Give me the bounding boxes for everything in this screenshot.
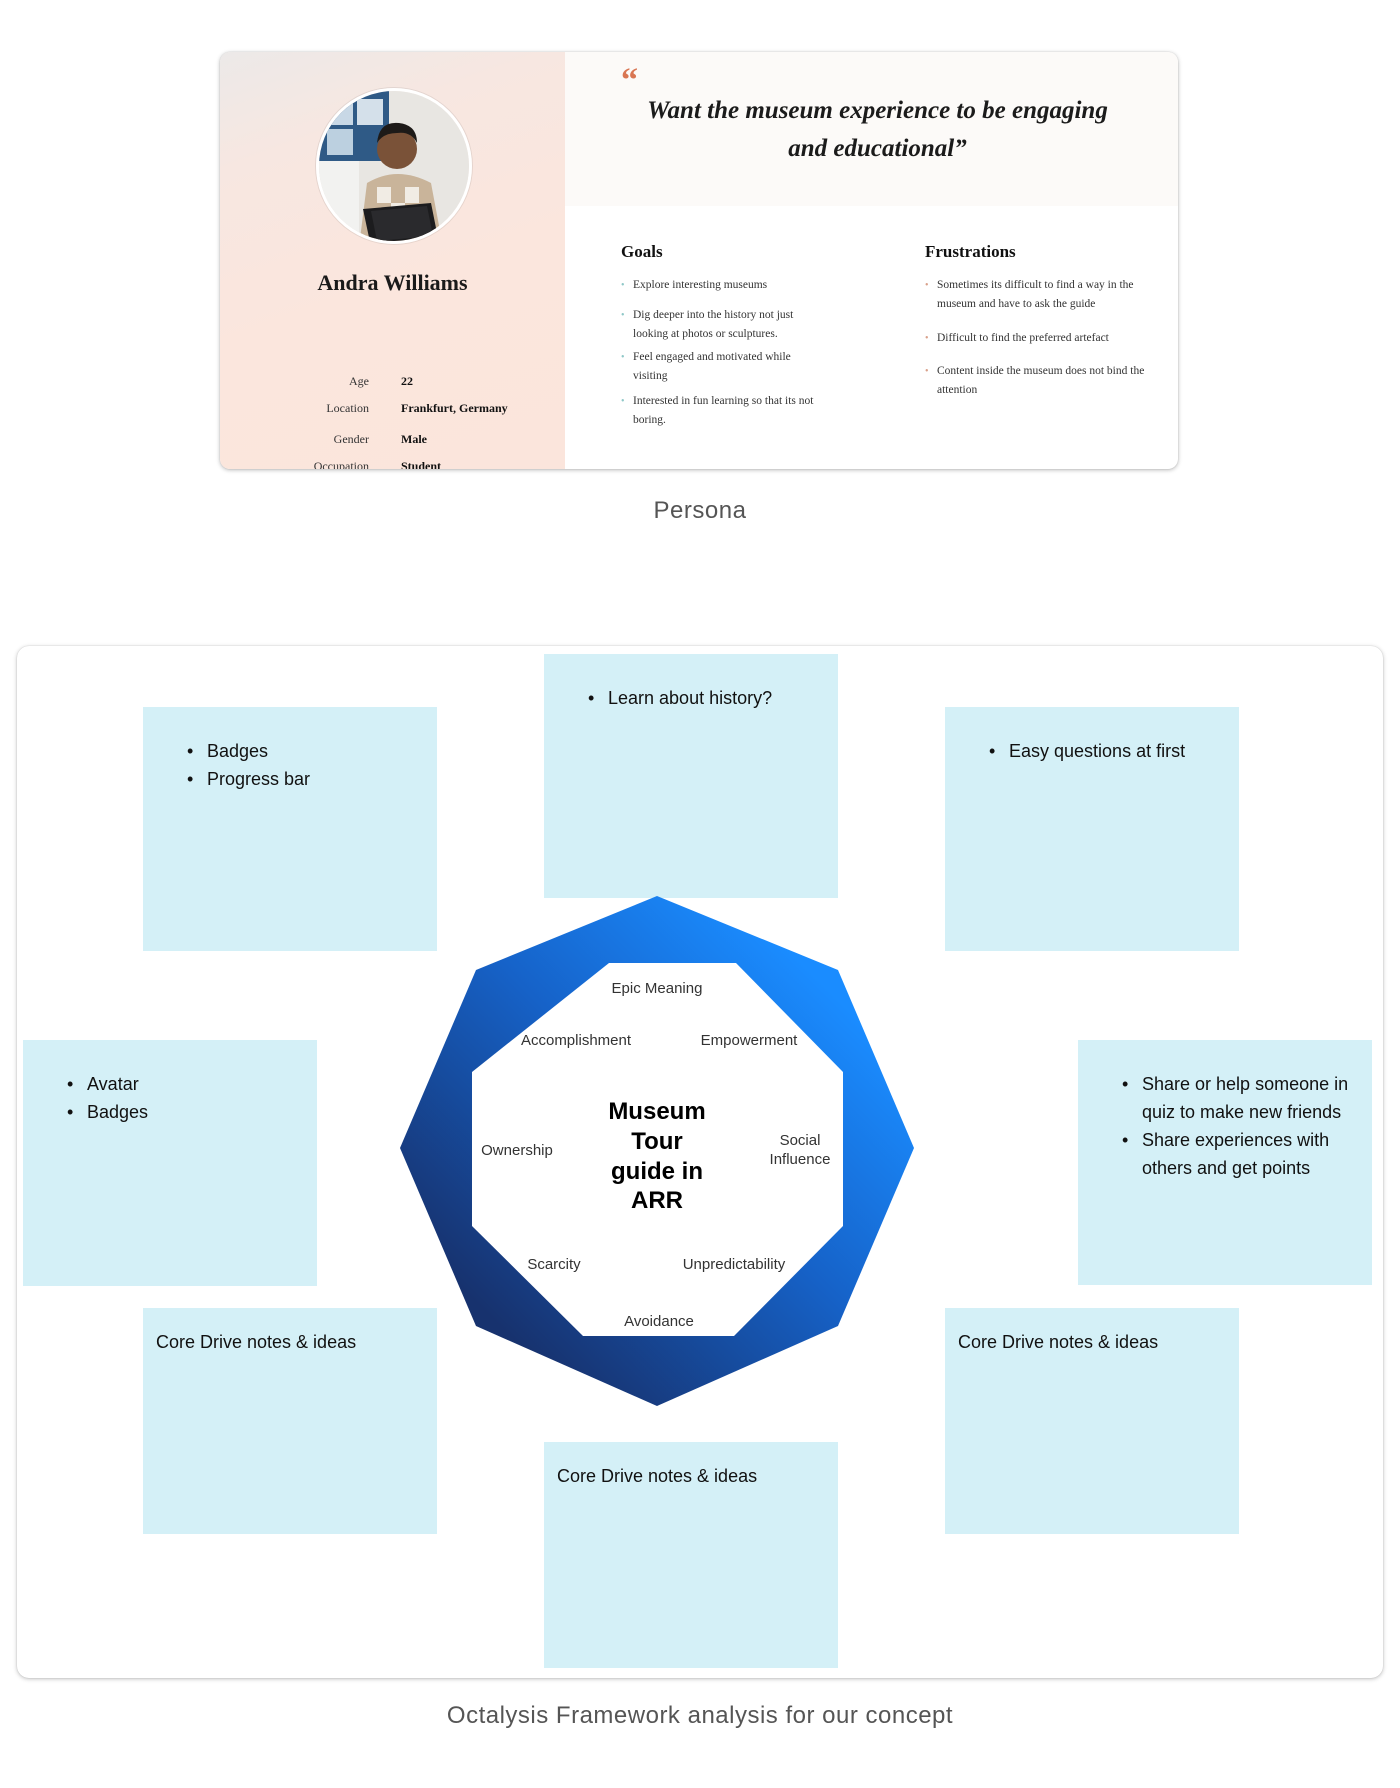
quote-text: Want the museum experience to be engagin… — [595, 92, 1160, 168]
quote-line-2: and educational” — [788, 135, 967, 162]
quote-icon: “ — [621, 62, 638, 99]
gender-value: Male — [401, 432, 427, 446]
persona-profile-panel: Andra Williams Age 22 Location Frankfurt… — [220, 52, 565, 469]
drive-scarcity: Scarcity — [527, 1256, 581, 1273]
persona-card: Andra Williams Age 22 Location Frankfurt… — [220, 52, 1178, 469]
goal-item: Explore interesting museums — [621, 276, 821, 295]
drive-ownership: Ownership — [481, 1142, 553, 1159]
sticky-note-bottom-right[interactable]: Core Drive notes & ideas — [945, 1308, 1239, 1534]
sticky-item: Badges — [187, 737, 310, 765]
octalysis-caption: Octalysis Framework analysis for our con… — [446, 1702, 954, 1729]
sticky-note-top-right[interactable]: Easy questions at first — [945, 707, 1239, 951]
drive-social-influence-line-2: Influence — [770, 1151, 831, 1168]
octagon-center-line-2: Tour — [631, 1128, 683, 1155]
location-value: Frankfurt, Germany — [401, 401, 508, 415]
sticky-note-bottom[interactable]: Core Drive notes & ideas — [544, 1442, 838, 1668]
sticky-note-text: Core Drive notes & ideas — [557, 1466, 758, 1486]
sticky-note-top-left[interactable]: Badges Progress bar — [143, 707, 437, 951]
sticky-note-left[interactable]: Avatar Badges — [23, 1040, 317, 1286]
drive-epic-meaning: Epic Meaning — [612, 980, 703, 997]
sticky-item: Easy questions at first — [989, 737, 1185, 765]
sticky-item: Share experiences with others and get po… — [1122, 1126, 1362, 1182]
octagon-inner — [472, 963, 843, 1336]
quote-line-1: Want the museum experience to be engagin… — [647, 97, 1108, 124]
sticky-item: Progress bar — [187, 765, 310, 793]
frustration-item: Sometimes its difficult to find a way in… — [925, 276, 1155, 314]
goal-item: Dig deeper into the history not just loo… — [621, 306, 821, 344]
goals-title: Goals — [621, 242, 663, 261]
drive-unpredictability: Unpredictability — [683, 1256, 786, 1273]
drive-empowerment: Empowerment — [701, 1032, 799, 1049]
octagon-center-line-1: Museum — [608, 1098, 705, 1125]
octagon-center-line-4: ARR — [631, 1187, 683, 1214]
sticky-note-text: Core Drive notes & ideas — [958, 1332, 1159, 1352]
age-value: 22 — [401, 374, 413, 388]
drive-accomplishment: Accomplishment — [521, 1032, 632, 1049]
frustrations-title: Frustrations — [925, 242, 1016, 261]
drive-social-influence-line-1: Social — [780, 1132, 821, 1149]
occupation-label: Occupation — [313, 459, 369, 469]
gender-label: Gender — [333, 432, 369, 446]
persona-name: Andra Williams — [317, 270, 468, 295]
goal-item: Interested in fun learning so that its n… — [621, 392, 821, 430]
sticky-note-text: Core Drive notes & ideas — [156, 1332, 357, 1352]
octagon-center-line-3: guide in — [611, 1158, 703, 1185]
sticky-note-top[interactable]: Learn about history? — [544, 654, 838, 898]
persona-quote: “ Want the museum experience to be engag… — [565, 52, 1178, 206]
frustration-item: Content inside the museum does not bind … — [925, 362, 1155, 400]
location-label: Location — [326, 401, 369, 415]
age-label: Age — [349, 374, 369, 388]
occupation-value: Student — [401, 459, 442, 469]
drive-avoidance: Avoidance — [624, 1313, 694, 1330]
goal-item: Feel engaged and motivated while visitin… — [621, 348, 821, 386]
persona-caption: Persona — [653, 497, 747, 524]
frustration-item: Difficult to find the preferred artefact — [925, 329, 1155, 348]
persona-avatar — [316, 88, 472, 244]
sticky-item: Badges — [67, 1098, 148, 1126]
sticky-note-right[interactable]: Share or help someone in quiz to make ne… — [1078, 1040, 1372, 1285]
person-illustration — [319, 91, 469, 241]
sticky-item: Share or help someone in quiz to make ne… — [1122, 1070, 1362, 1126]
sticky-note-bottom-left[interactable]: Core Drive notes & ideas — [143, 1308, 437, 1534]
octalysis-octagon: Epic Meaning Empowerment Accomplishment … — [400, 896, 914, 1406]
sticky-item: Avatar — [67, 1070, 148, 1098]
sticky-item: Learn about history? — [588, 684, 772, 712]
